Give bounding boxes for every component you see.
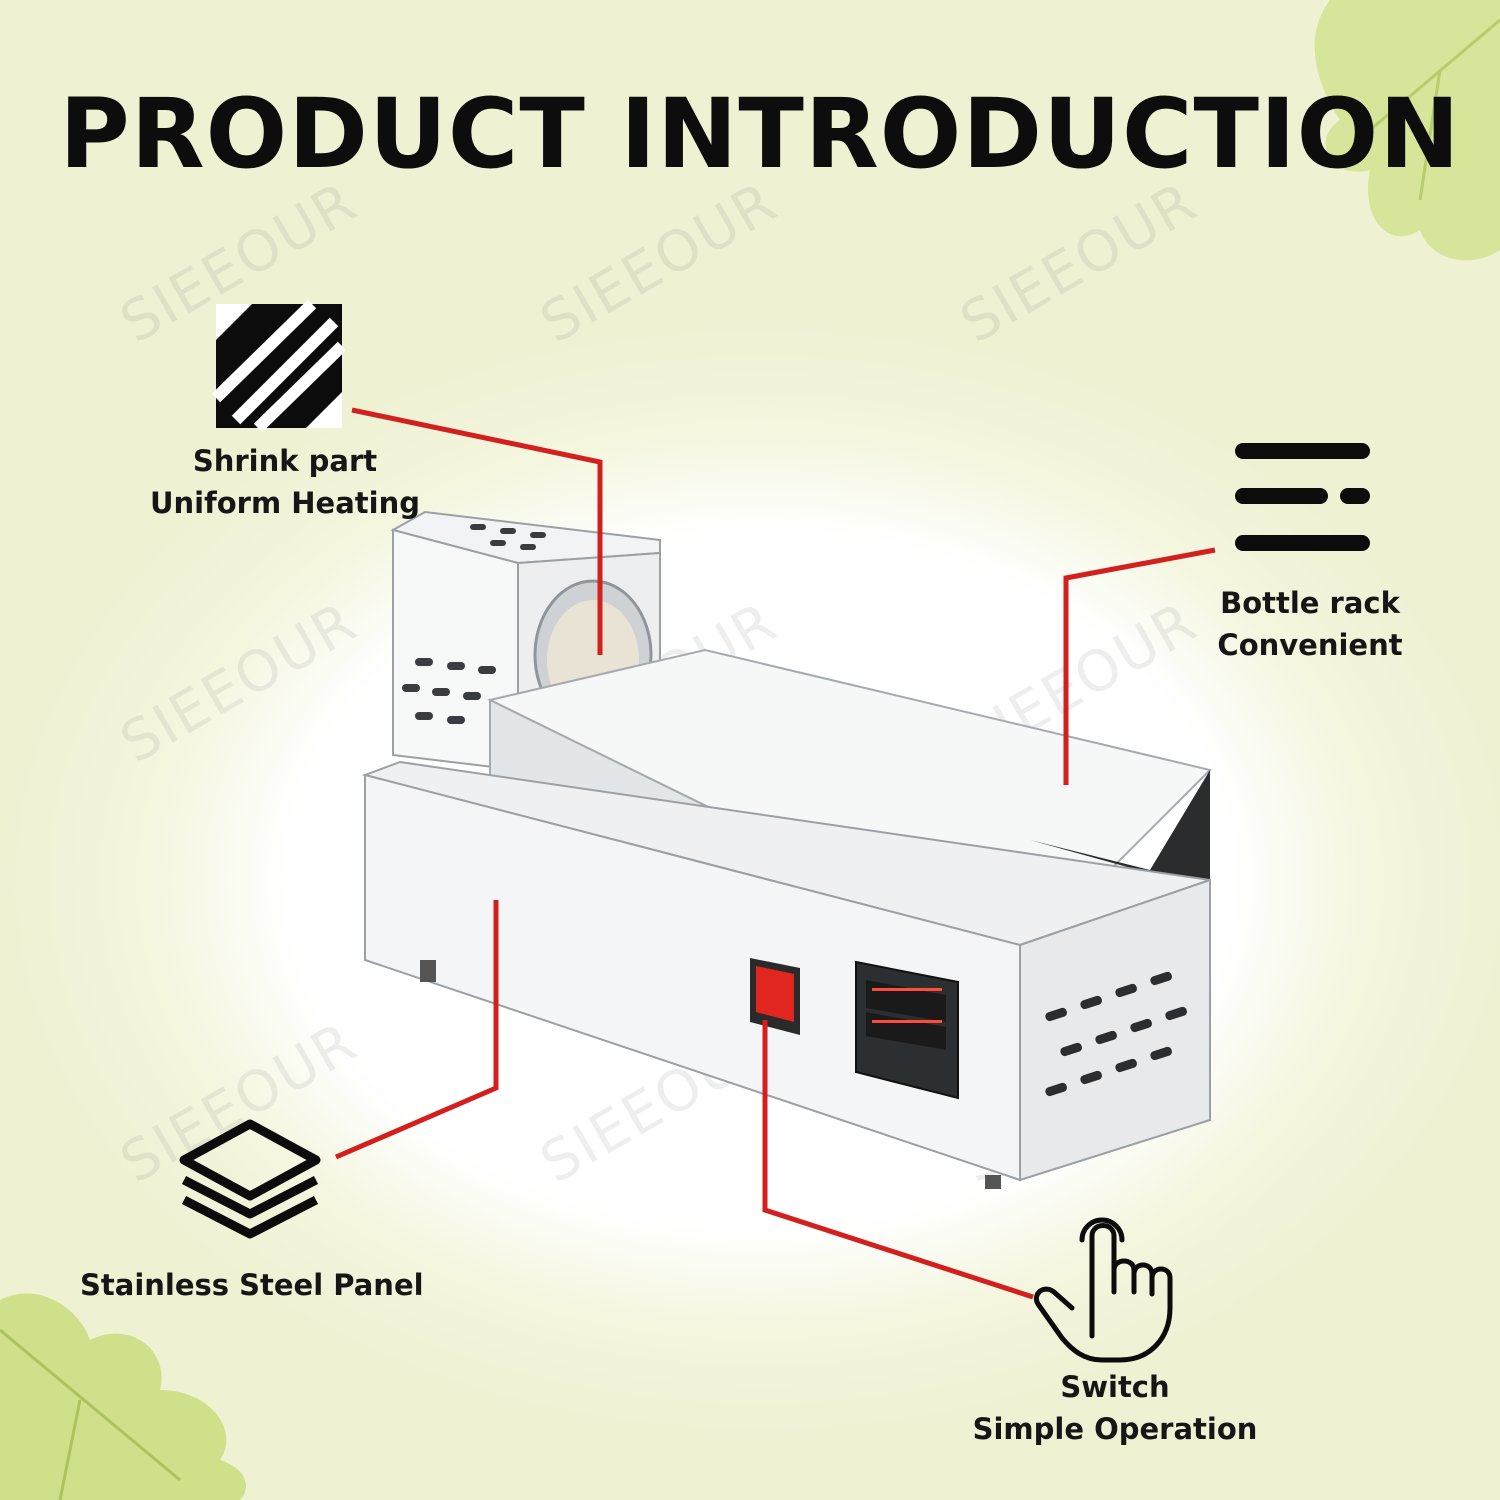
- power-switch: [750, 958, 800, 1035]
- diagonal-stripes-square-icon: [211, 299, 347, 433]
- layers-icon: [179, 1119, 321, 1239]
- feature-panel: Stainless Steel Panel: [80, 1264, 424, 1306]
- temperature-controller: [855, 960, 959, 1100]
- leaf-decoration-top-right: [1314, 0, 1500, 261]
- feature-rack-line2: Convenient: [1217, 628, 1403, 662]
- base-body: [361, 760, 1211, 1189]
- feature-switch-line1: Switch: [1060, 1370, 1170, 1404]
- feature-rack-line1: Bottle rack: [1220, 586, 1400, 620]
- feature-shrink: Shrink part Uniform Heating: [140, 440, 430, 524]
- feature-shrink-line1: Shrink part: [192, 444, 378, 478]
- feature-rack: Bottle rack Convenient: [1200, 582, 1420, 666]
- callout-lines: [335, 407, 1216, 1300]
- feature-shrink-line2: Uniform Heating: [149, 486, 420, 520]
- feature-switch-line2: Simple Operation: [972, 1412, 1258, 1446]
- menu-lines-icon: [1235, 443, 1370, 551]
- feature-panel-line1: Stainless Steel Panel: [80, 1268, 424, 1302]
- page-title: PRODUCT INTRODUCTION: [59, 78, 1461, 190]
- feature-switch: Switch Simple Operation: [970, 1366, 1260, 1450]
- pointing-hand-icon: [1034, 1217, 1173, 1363]
- leaf-decoration-bottom-left: [0, 1293, 246, 1500]
